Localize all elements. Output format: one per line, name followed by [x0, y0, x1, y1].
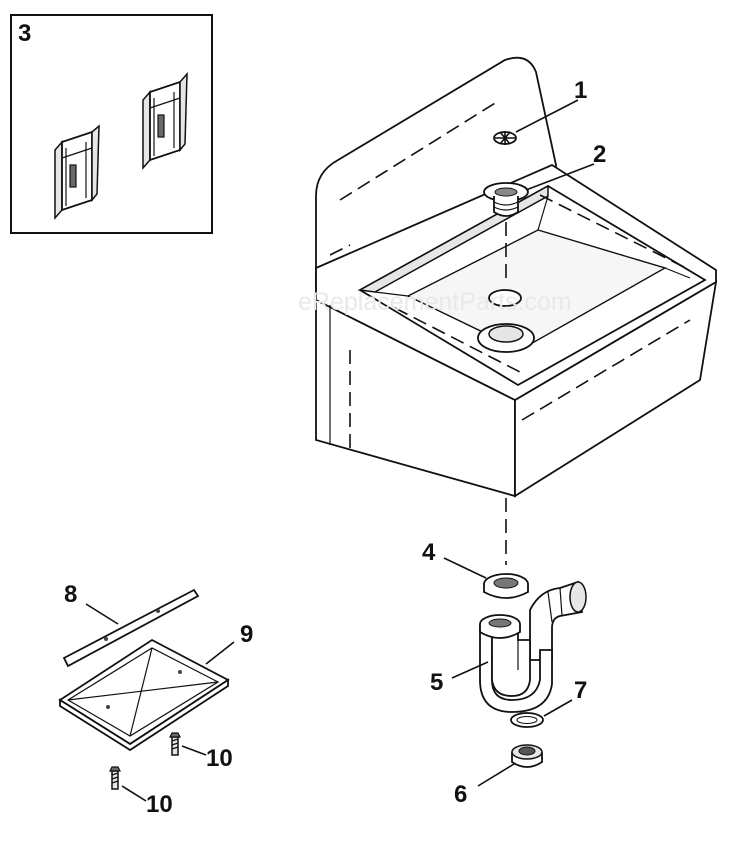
- callout-label-7: 7: [574, 677, 587, 704]
- service-sink: [315, 56, 718, 498]
- callout-label-10b: 10: [146, 791, 173, 818]
- callout-label-10a: 10: [206, 745, 233, 772]
- p-trap-part-5: [479, 580, 587, 713]
- washer-part-7: [510, 712, 544, 728]
- screw-part-10b: [109, 766, 121, 790]
- wall-bracket-right: [142, 71, 188, 170]
- drain-fitting-part-2: [483, 182, 529, 217]
- plug-part-6: [511, 744, 543, 768]
- callout-label-3: 3: [18, 20, 31, 47]
- strainer-part-1: [493, 131, 517, 145]
- inset-part-3: 3: [10, 14, 213, 234]
- callout-label-9: 9: [240, 621, 253, 648]
- callout-label-8: 8: [64, 581, 77, 608]
- callout-label-4: 4: [422, 539, 436, 566]
- mounting-strip-part-8: [62, 588, 200, 668]
- callout-label-5: 5: [430, 669, 443, 696]
- watermark-text: eReplacementParts.com: [298, 288, 572, 316]
- coupling-nut-part-4: [483, 573, 529, 599]
- leader-lines: [85, 99, 595, 802]
- callout-label-6: 6: [454, 781, 467, 808]
- wall-bracket-left: [54, 124, 100, 220]
- callout-label-2: 2: [593, 141, 606, 168]
- screw-part-10a: [169, 732, 181, 756]
- callout-label-1: 1: [574, 77, 587, 104]
- mounting-plate-part-9: [58, 638, 230, 752]
